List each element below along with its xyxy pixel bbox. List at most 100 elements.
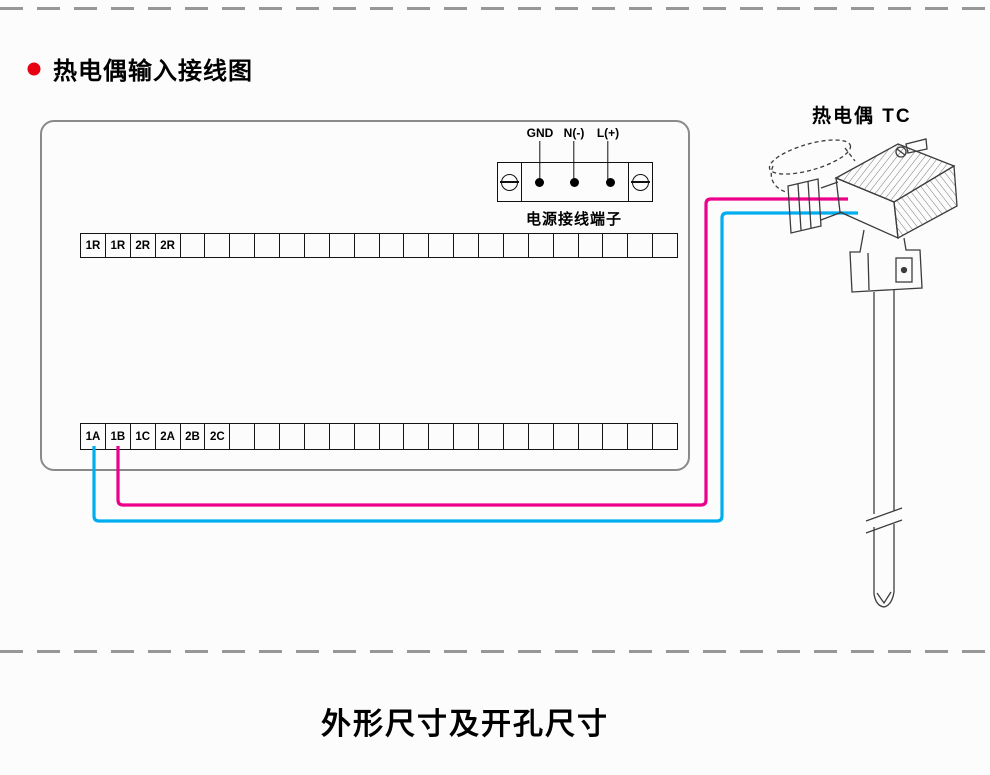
terminal-cell — [355, 424, 380, 449]
power-terminal-block: GND N(-) L(+) 电源接线端子 — [497, 126, 653, 232]
terminal-contact-gnd — [522, 163, 557, 201]
flange-line — [867, 252, 870, 291]
terminal-cell — [479, 424, 504, 449]
terminal-cell — [280, 234, 305, 257]
cap-dashed-ellipse — [768, 139, 852, 175]
flange — [849, 229, 923, 293]
terminal-cell — [404, 234, 430, 257]
hex-fitting — [787, 178, 822, 234]
break-mark — [865, 519, 903, 534]
power-terminal-caption: 电源接线端子 — [525, 211, 622, 228]
terminal-contact-l — [593, 163, 628, 201]
terminal-cell — [628, 234, 654, 257]
terminal-cell — [554, 424, 579, 449]
cap-dash — [844, 147, 856, 162]
head-screw-icon — [895, 146, 907, 158]
terminal-cell — [404, 424, 430, 449]
power-terminal-contacts — [522, 163, 628, 201]
terminal-cell — [479, 234, 504, 257]
mounting-screw-left — [498, 163, 522, 201]
terminal-dot — [570, 177, 580, 187]
head-top-face — [834, 143, 956, 203]
terminal-cell-2R: 2R — [131, 234, 156, 257]
bullet-icon — [27, 62, 41, 76]
break-mark — [865, 507, 903, 522]
flange-dot — [900, 266, 908, 274]
terminal-cell — [255, 234, 280, 257]
terminal-dot — [535, 177, 545, 187]
thermocouple-drawing — [768, 138, 958, 608]
terminal-cell-1R: 1R — [106, 234, 131, 257]
hex-facet — [807, 180, 812, 229]
terminal-cell — [529, 234, 554, 257]
probe — [865, 290, 903, 608]
terminal-cell — [653, 424, 677, 449]
terminal-cell — [205, 234, 231, 257]
terminal-cell — [280, 424, 305, 449]
terminal-contact-n — [557, 163, 592, 201]
head-screw-slot — [896, 148, 906, 156]
terminal-cell — [628, 424, 654, 449]
bottom-dashed-border — [0, 650, 990, 653]
terminal-cell — [429, 234, 455, 257]
terminal-cell — [579, 424, 604, 449]
terminal-lead-line — [539, 141, 541, 181]
terminal-cell-1A: 1A — [81, 424, 106, 449]
terminal-lead-line — [607, 141, 609, 181]
head-screw-tag — [905, 138, 928, 154]
terminal-cell — [454, 234, 479, 257]
terminal-cell — [554, 234, 579, 257]
terminal-cell — [305, 234, 330, 257]
hex-facet — [797, 183, 802, 231]
terminal-label-n: N(-) — [563, 126, 585, 140]
terminal-cell — [230, 234, 256, 257]
footer-section-title: 外形尺寸及开孔尺寸 — [321, 708, 609, 741]
head-front-face — [893, 164, 958, 240]
probe-tip-weld — [876, 591, 892, 605]
terminal-label-gnd: GND — [526, 126, 554, 140]
top-dashed-border — [0, 7, 990, 10]
terminal-cell-1R: 1R — [81, 234, 106, 257]
mounting-screw-right — [628, 163, 652, 201]
cap-chain-dashes — [770, 165, 787, 193]
head-left-face — [835, 176, 899, 240]
terminal-cell — [380, 424, 405, 449]
terminal-cell — [529, 424, 554, 449]
terminal-cell — [380, 234, 405, 257]
terminal-cell — [603, 234, 629, 257]
terminal-cell — [504, 234, 529, 257]
terminal-dot — [605, 177, 615, 187]
terminal-cell — [603, 424, 629, 449]
terminal-cell-2C: 2C — [205, 424, 231, 449]
terminal-cell-2B: 2B — [181, 424, 206, 449]
terminal-cell-1B: 1B — [106, 424, 131, 449]
flange-plate — [895, 257, 913, 283]
section-header: 热电偶输入接线图 — [27, 51, 253, 86]
terminal-lead-line — [573, 141, 575, 181]
terminal-cell — [181, 234, 206, 257]
terminal-cell-2A: 2A — [156, 424, 181, 449]
terminal-cell — [355, 234, 380, 257]
page-title: 热电偶输入接线图 — [53, 58, 253, 85]
terminal-cell — [230, 424, 256, 449]
terminal-cell-2R: 2R — [156, 234, 181, 257]
terminal-cell — [653, 234, 677, 257]
terminal-cell — [330, 424, 355, 449]
terminal-cell-1C: 1C — [131, 424, 156, 449]
terminal-cell — [305, 424, 330, 449]
terminal-cell — [255, 424, 280, 449]
hex-neck — [820, 181, 843, 221]
terminal-cell — [454, 424, 479, 449]
terminal-cell — [504, 424, 529, 449]
terminal-label-l: L(+) — [596, 126, 620, 140]
terminal-cell — [579, 234, 604, 257]
thermocouple-label: 热电偶 TC — [812, 106, 912, 127]
screw-icon — [631, 173, 650, 191]
terminal-cell — [330, 234, 355, 257]
terminal-cell — [429, 424, 455, 449]
screw-icon — [500, 173, 519, 191]
